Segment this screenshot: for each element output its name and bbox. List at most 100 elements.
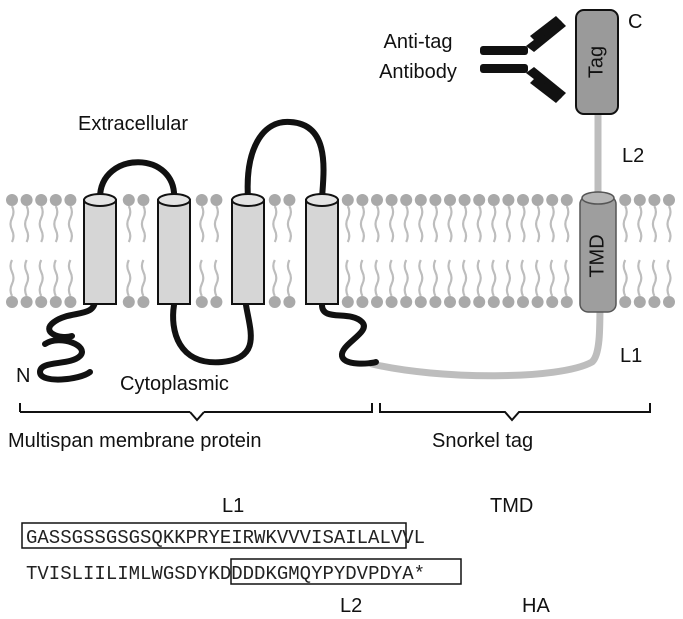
snorkel-bracket-label: Snorkel tag [432, 430, 533, 452]
lipid-tail [199, 259, 205, 297]
lipid-tail [272, 259, 278, 297]
lipid-head [414, 296, 427, 308]
lipid-tail [462, 259, 468, 297]
tm-helix-1 [83, 193, 117, 305]
lipid-head [619, 194, 632, 206]
lipid-tail [549, 205, 555, 243]
protein-extracellular-loop-1 [97, 159, 178, 203]
lipid-tail [666, 259, 672, 297]
lipid-tail [622, 259, 628, 297]
lipid-head [341, 194, 354, 206]
lipid-tail [622, 205, 628, 243]
lipid-head [20, 194, 33, 206]
lipid-tail [374, 205, 380, 243]
lipid-head [633, 296, 646, 308]
lipid-tail [24, 259, 30, 297]
lipid-tail [126, 205, 132, 243]
lipid-head [502, 296, 515, 308]
antibody-icon [480, 16, 566, 103]
lipid-head [502, 194, 515, 206]
lipid-tail [9, 205, 15, 243]
lipid-head [137, 296, 150, 308]
seq-line2: TVISLIILIMLWGSDYKDDDDKGMQYPYDVPDYA* [26, 563, 425, 585]
tag-label: Tag [585, 46, 607, 78]
lipid-head [619, 296, 632, 308]
protein-n-tail [36, 297, 98, 383]
seq-line1: GASSGSSGSGSQKKPRYEIRWKVVVISAILALVVL [26, 527, 425, 549]
lipid-head [546, 296, 559, 308]
lipid-tail [476, 259, 482, 297]
lipid-head [64, 296, 77, 308]
lipid-head [633, 194, 646, 206]
extracellular-label: Extracellular [78, 113, 188, 135]
lipid-head [6, 194, 18, 206]
c-terminus-label: C [628, 11, 642, 33]
seq-box-l1 [21, 522, 407, 549]
lipid-tail [432, 205, 438, 243]
lipid-tail [24, 205, 30, 243]
snorkel-bracket [379, 403, 651, 422]
lipid-head [531, 194, 544, 206]
lipid-head [400, 194, 413, 206]
lipid-head [385, 194, 398, 206]
lipid-tail [564, 205, 570, 243]
seq-footer-ha: HA [522, 595, 550, 617]
antibody-label-line2: Antibody [379, 61, 457, 83]
lipid-tail [491, 259, 497, 297]
lipid-head [429, 296, 442, 308]
lipid-tail [345, 205, 351, 243]
lipid-head [371, 194, 383, 206]
lipid-tail [651, 259, 657, 297]
lipid-tail [140, 259, 146, 297]
seq-line1-rest: VVVISAILALVVL [277, 527, 425, 549]
lipid-head [268, 194, 281, 206]
lipid-tail [418, 205, 424, 243]
lipid-head [268, 296, 281, 308]
lipid-head [444, 296, 456, 308]
lipid-tail [432, 259, 438, 297]
lipid-tail [505, 205, 511, 243]
lipid-head [385, 296, 398, 308]
lipid-tail [418, 259, 424, 297]
lipid-tail [637, 259, 643, 297]
lipid-head [20, 296, 33, 308]
lipid-head [546, 194, 559, 206]
protein-cytoplasmic-loop [170, 302, 254, 366]
lipid-tail [403, 205, 409, 243]
lipid-tail [535, 205, 541, 243]
lipid-tail [651, 205, 657, 243]
lipid-tail [535, 259, 541, 297]
lipid-head [444, 194, 456, 206]
lipid-head [122, 296, 135, 308]
lipid-tail [520, 259, 526, 297]
lipid-head [517, 296, 529, 308]
lipid-head [283, 194, 296, 206]
lipid-bilayer [6, 194, 675, 308]
n-terminus-label: N [16, 365, 30, 387]
lipid-tail [199, 205, 205, 243]
lipid-tail [140, 205, 146, 243]
lipid-head [6, 296, 18, 308]
tm-helix-2 [157, 193, 191, 305]
lipid-head [648, 296, 661, 308]
lipid-tail [520, 205, 526, 243]
lipid-head [458, 296, 471, 308]
lipid-tail [286, 205, 292, 243]
lipid-tail [67, 205, 73, 243]
lipid-head [663, 194, 675, 206]
lipid-head [487, 296, 500, 308]
lipid-tail [213, 259, 219, 297]
tag-box [575, 9, 619, 115]
antibody-label-line1: Anti-tag [384, 31, 453, 53]
lipid-head [210, 296, 223, 308]
lipid-head [356, 194, 369, 206]
lipid-head [64, 194, 77, 206]
seq-line2-boxed: GSDYKDDDDKGMQ [163, 563, 311, 585]
lipid-head [210, 194, 223, 206]
lipid-head [195, 194, 208, 206]
cytoplasmic-label: Cytoplasmic [120, 373, 229, 395]
lipid-head [356, 296, 369, 308]
lipid-tail [213, 205, 219, 243]
lipid-head [49, 296, 62, 308]
tm-helix-4 [305, 193, 339, 305]
